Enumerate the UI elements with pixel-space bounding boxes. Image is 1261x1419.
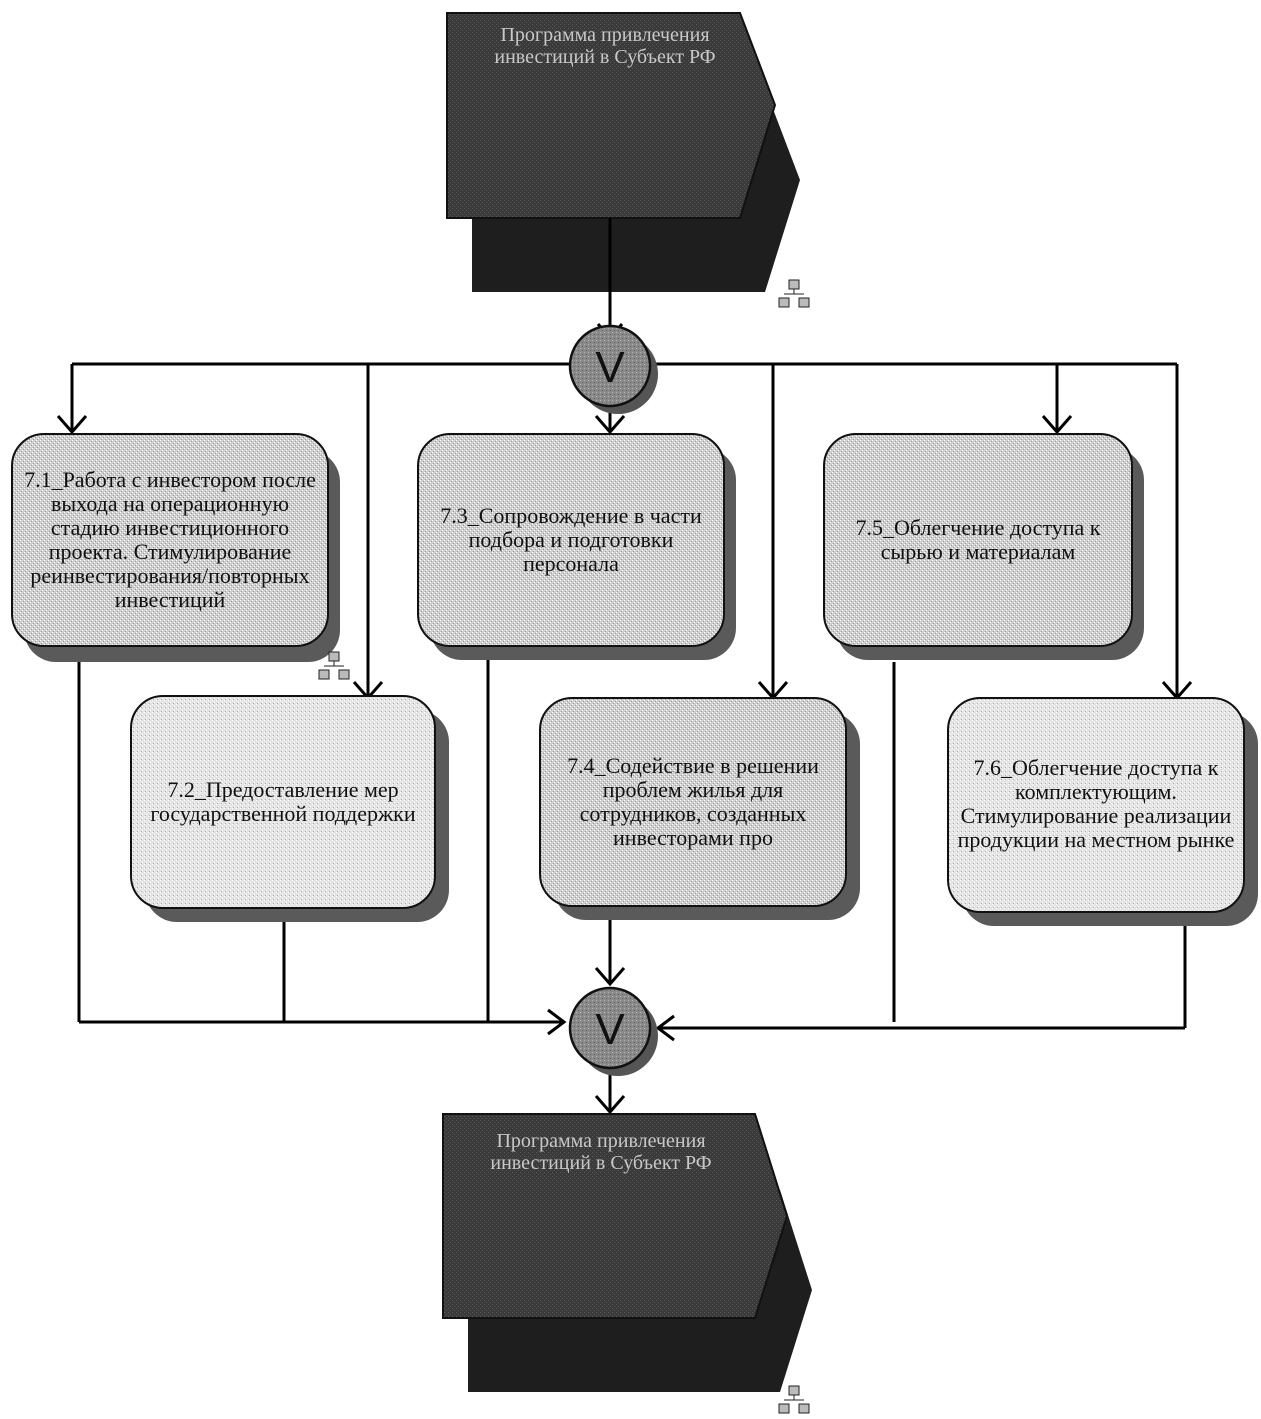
function-7-4-label: 7.4_Содействие в решении проблем жилья д… [567,753,819,850]
function-7-1-label: 7.1_Работа с инвестором после выхода на … [24,467,316,612]
function-7-2-label: 7.2_Предоставление мер государственной п… [150,777,416,826]
function-7-1-label-box: 7.1_Работа с инвестором после выхода на … [16,450,324,630]
start-event-shape[interactable] [446,12,800,292]
hierarchy-icon[interactable] [778,1385,810,1414]
hierarchy-icon[interactable] [778,279,810,308]
function-7-6-label-box: 7.6_Облегчение доступа к комплектующим. … [954,712,1238,896]
connectors [56,218,1193,1115]
start-event-label-line2: инвестиций в Субъект РФ [494,46,716,68]
end-event-label: Программа привлечения инвестиций в Субъе… [451,1130,751,1174]
start-event-label: Программа привлечения инвестиций в Субъе… [455,24,755,68]
function-7-3-label: 7.3_Сопровождение в части подбора и подг… [440,503,702,576]
function-7-6-label: 7.6_Облегчение доступа к комплектующим. … [957,755,1235,852]
function-7-5-label: 7.5_Облегчение доступа к сырью и материа… [855,515,1101,564]
function-box-7-5[interactable] [823,433,1144,660]
function-box-7-4[interactable] [539,697,860,920]
function-7-3-label-box: 7.3_Сопровождение в части подбора и подг… [430,450,712,630]
hierarchy-icon[interactable] [318,651,350,680]
start-event-label-line1: Программа привлечения [500,24,710,46]
end-event-label-line1: Программа привлечения [496,1130,706,1152]
end-event-label-line2: инвестиций в Субъект РФ [490,1152,712,1174]
end-event-shape[interactable] [442,1113,812,1392]
join-operator-label: V [595,1005,625,1054]
function-box-7-1[interactable] [11,433,340,662]
function-box-7-6[interactable] [947,697,1258,926]
function-7-2-label-box: 7.2_Предоставление мер государственной п… [145,710,421,894]
function-box-7-2[interactable] [130,695,449,922]
function-7-4-label-box: 7.4_Содействие в решении проблем жилья д… [552,712,834,892]
join-operator-shape[interactable] [568,986,658,1076]
function-box-7-3[interactable] [417,433,736,660]
split-operator-shape[interactable] [568,324,658,414]
split-operator-label: V [595,343,625,392]
function-7-5-label-box: 7.5_Облегчение доступа к сырью и материа… [838,450,1118,630]
